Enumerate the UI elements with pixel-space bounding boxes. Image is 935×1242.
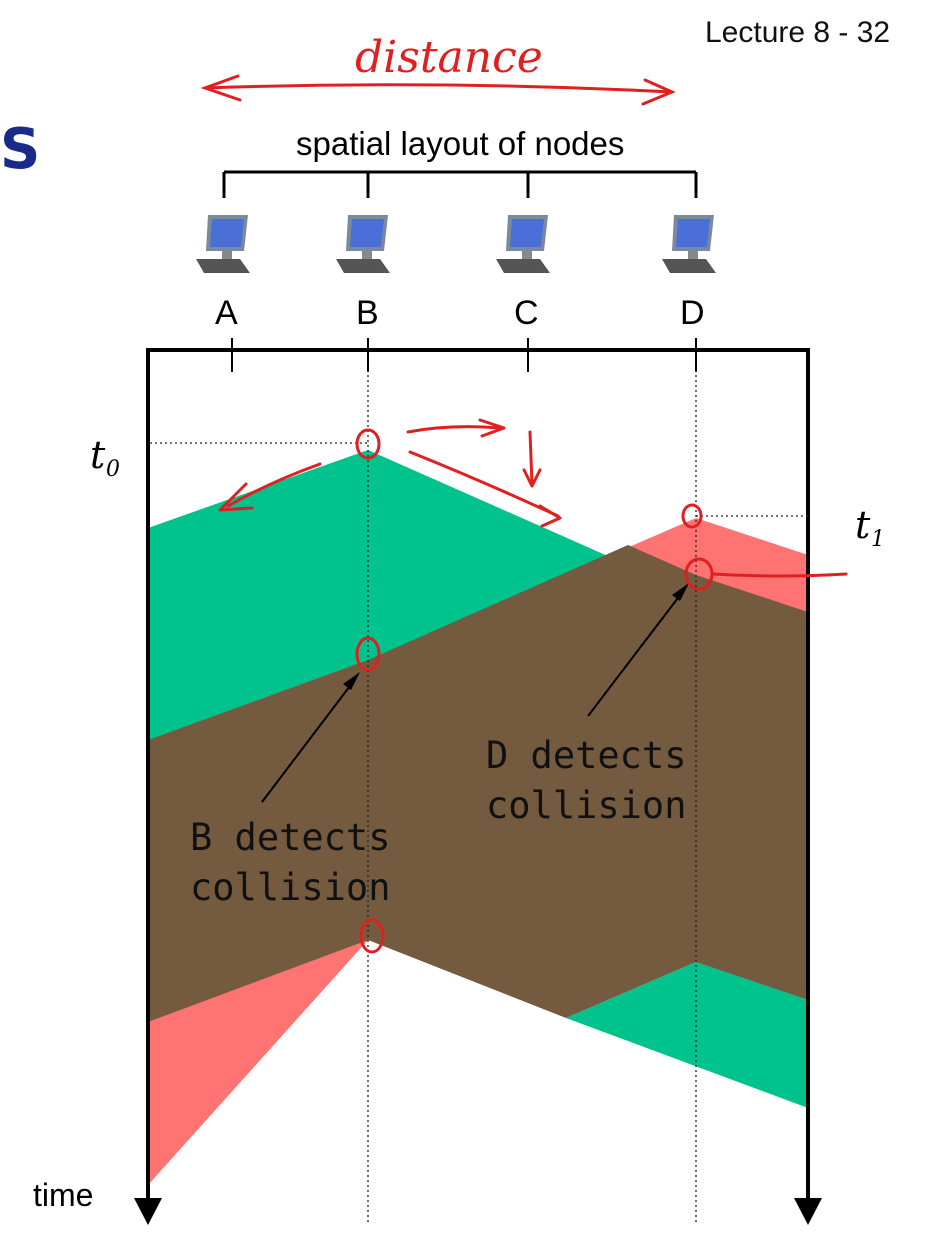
distance-arrow	[200, 74, 676, 106]
node-label-b: B	[356, 294, 379, 332]
lecture-number: Lecture 8 - 32	[705, 16, 890, 49]
t1-subscript: 1	[871, 527, 885, 552]
computer-icon-b	[336, 215, 390, 273]
node-label-a: A	[215, 294, 238, 332]
slide-title-fragment: S	[0, 117, 40, 182]
dotted-guides	[150, 370, 808, 1222]
d-pointer-arrow	[587, 583, 689, 717]
overlap-region	[148, 545, 808, 1022]
computer-icon-c	[496, 215, 550, 273]
computer-icon-a	[196, 215, 250, 273]
distance-annotation: distance	[355, 32, 543, 83]
d-detects-line1: D detects	[486, 734, 686, 777]
t0-subscript: 0	[106, 457, 120, 482]
computer-icon-d	[662, 215, 716, 273]
node-ticks	[231, 338, 697, 372]
d-detects-line2: collision	[486, 784, 686, 827]
right-time-arrowhead	[794, 1198, 822, 1225]
spatial-layout-label: spatial layout of nodes	[296, 125, 624, 162]
timeline-frame	[146, 348, 810, 1200]
time-axis-label: time	[33, 1177, 93, 1213]
b-detects-line2: collision	[190, 866, 390, 909]
node-label-c: C	[514, 294, 539, 332]
red-annotations	[218, 418, 848, 954]
layout-bracket	[222, 170, 698, 198]
node-label-d: D	[680, 294, 705, 332]
t1-label: t	[855, 503, 871, 547]
b-detects-line1: B detects	[190, 816, 390, 859]
b-transmission-tail	[566, 962, 808, 1108]
t0-label: t	[90, 433, 106, 477]
b-pointer-arrow	[261, 672, 360, 803]
left-time-arrowhead	[134, 1198, 162, 1225]
